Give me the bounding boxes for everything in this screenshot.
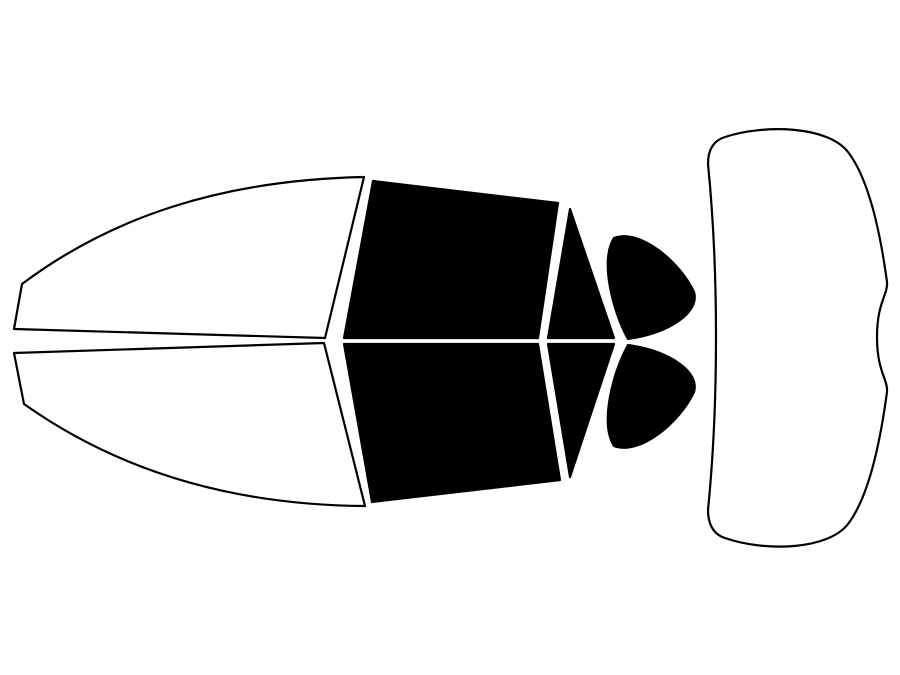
- windshield-lower-panel[interactable]: [12, 341, 367, 508]
- front-door-lower-panel[interactable]: [342, 342, 562, 504]
- rear-door-lower-panel[interactable]: [546, 342, 616, 479]
- windshield-upper-panel[interactable]: [12, 175, 366, 340]
- quarter-window-upper-panel[interactable]: [606, 235, 696, 341]
- quarter-window-lower-panel[interactable]: [606, 343, 696, 449]
- front-door-upper-panel[interactable]: [342, 179, 560, 340]
- rear-window-panel[interactable]: [706, 128, 889, 548]
- rear-door-upper-panel[interactable]: [546, 207, 616, 340]
